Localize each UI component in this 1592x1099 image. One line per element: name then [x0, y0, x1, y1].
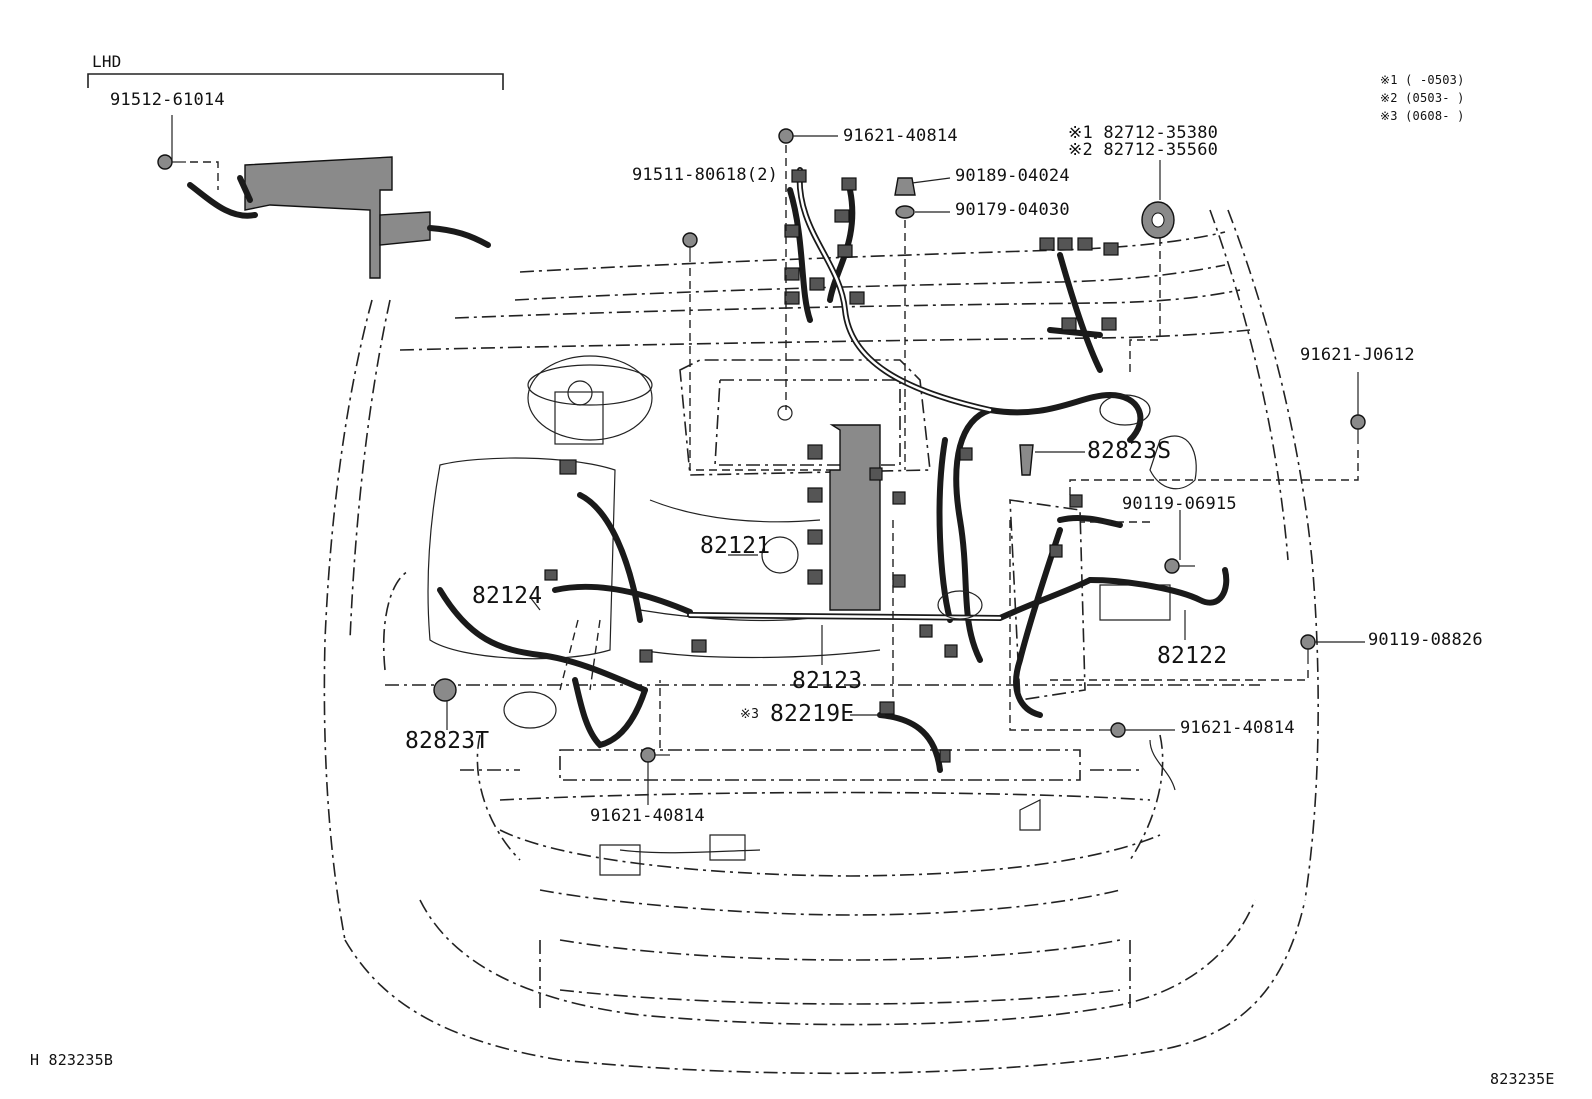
note-3-text: (0608- )	[1405, 109, 1465, 123]
part-label-82122[interactable]: 82122	[1157, 643, 1228, 669]
note-1: ※1 ( -0503)	[1380, 74, 1465, 86]
part-label-82219e[interactable]: 82219E	[770, 701, 855, 727]
part-label-90119-06915[interactable]: 90119-06915	[1122, 494, 1237, 514]
part-label-91511-80618[interactable]: 91511-80618(2)	[632, 165, 779, 185]
part-label-82219e-mark: ※3	[740, 707, 760, 722]
lhd-inset	[87, 73, 504, 279]
note-3-mark: ※3	[1380, 109, 1398, 123]
part-label-82121[interactable]: 82121	[700, 533, 771, 559]
part-label-91621-40814-bottom[interactable]: 91621-40814	[590, 806, 705, 826]
part-label-91621-40814-right[interactable]: 91621-40814	[1180, 718, 1295, 738]
note-2: ※2 (0503- )	[1380, 92, 1465, 104]
diagram-code-right: 823235E	[1490, 1070, 1555, 1088]
part-label-82712-35380[interactable]: ※1 82712-35380	[1068, 123, 1219, 143]
part-label-91621-j0612[interactable]: 91621-J0612	[1300, 345, 1415, 365]
part-label-82823t[interactable]: 82823T	[405, 728, 490, 754]
part-label-82823s[interactable]: 82823S	[1087, 438, 1172, 464]
part-label-90119-08826[interactable]: 90119-08826	[1368, 630, 1483, 650]
lhd-label: LHD	[92, 52, 122, 71]
part-label-82124[interactable]: 82124	[472, 583, 543, 609]
solid-leaders	[171, 115, 1365, 805]
fasteners	[640, 128, 1366, 763]
vehicle-body-outline	[323, 209, 1319, 1075]
leader-lines	[559, 145, 1359, 748]
engine-components	[427, 355, 1197, 876]
part-label-91512-61014[interactable]: 91512-61014	[110, 90, 225, 110]
part-label-91621-40814-top[interactable]: 91621-40814	[843, 126, 958, 146]
note-1-text: ( -0503)	[1405, 73, 1465, 87]
part-label-82712-35560[interactable]: ※2 82712-35560	[1068, 140, 1219, 160]
part-label-82123[interactable]: 82123	[792, 668, 863, 694]
note-1-mark: ※1	[1380, 73, 1398, 87]
diagram-code-left: H 823235B	[30, 1051, 114, 1069]
note-2-mark: ※2	[1380, 91, 1398, 105]
part-label-90189-04024[interactable]: 90189-04024	[955, 166, 1070, 186]
connectors	[544, 169, 1175, 763]
part-label-90179-04030[interactable]: 90179-04030	[955, 200, 1070, 220]
note-2-text: (0503- )	[1405, 91, 1465, 105]
note-3: ※3 (0608- )	[1380, 110, 1465, 122]
wire-harnesses	[437, 167, 1230, 773]
